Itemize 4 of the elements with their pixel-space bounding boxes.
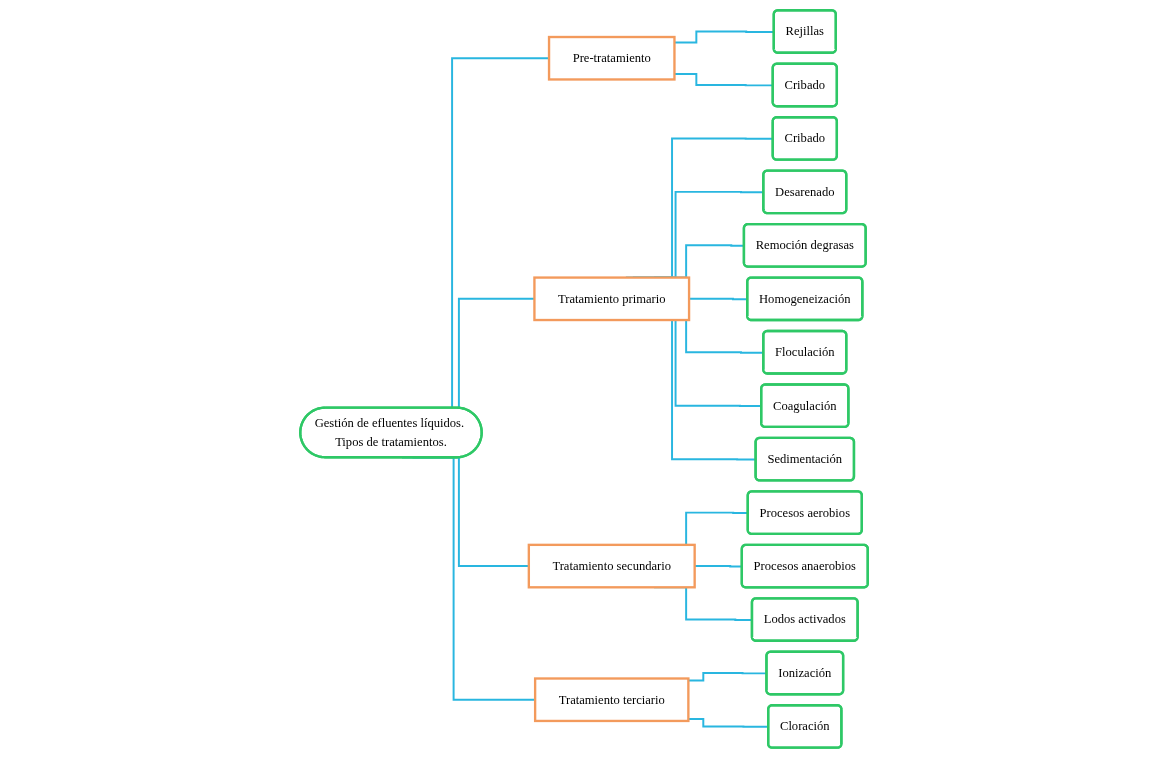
node-box: Tratamiento secundario <box>527 543 696 589</box>
node-box: Tratamiento primario <box>533 276 691 322</box>
node-box: Pre-tratamiento <box>547 35 676 81</box>
node-box: Tratamiento terciario <box>533 677 690 723</box>
